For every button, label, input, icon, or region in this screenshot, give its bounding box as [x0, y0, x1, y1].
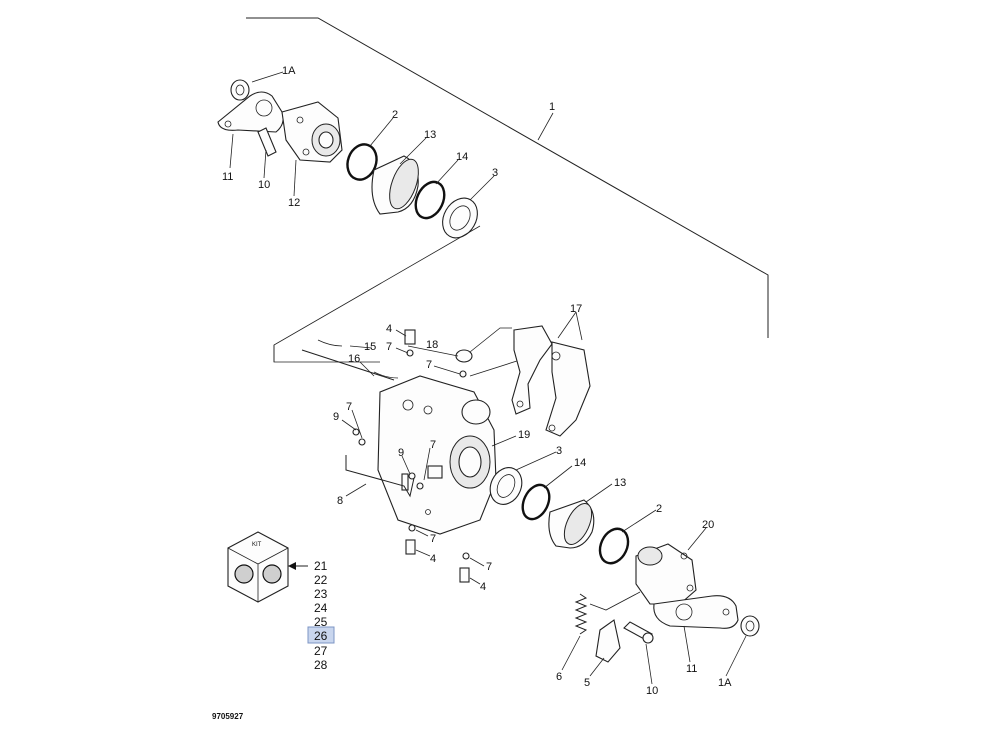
- selected-kit-item-highlight: [307, 626, 335, 644]
- pad-17-group: [511, 325, 591, 437]
- callout-10-bottom[interactable]: 10: [646, 685, 658, 697]
- cap-7-e[interactable]: [408, 524, 416, 532]
- cap-7-d[interactable]: [416, 482, 424, 490]
- assembly-bracket-line: [246, 17, 769, 338]
- callout-7-e[interactable]: 7: [430, 533, 436, 545]
- bleeder-4-top[interactable]: [404, 329, 416, 345]
- callout-18[interactable]: 18: [426, 339, 438, 351]
- callout-7-b[interactable]: 7: [426, 359, 432, 371]
- callout-4-b[interactable]: 4: [430, 553, 436, 565]
- callout-20[interactable]: 20: [702, 519, 714, 531]
- callout-2-mid[interactable]: 2: [656, 503, 662, 515]
- leader-1: [537, 112, 554, 141]
- o-ring-2-mid[interactable]: [595, 524, 634, 568]
- washer-1a-bottom[interactable]: [740, 615, 760, 637]
- callout-14-top[interactable]: 14: [456, 151, 468, 163]
- leader-lines: [229, 71, 747, 685]
- kit-icon-group[interactable]: KIT: [227, 531, 308, 603]
- callout-16[interactable]: 16: [348, 353, 360, 365]
- callout-1a-bottom[interactable]: 1A: [718, 677, 732, 689]
- bracket-5[interactable]: [595, 619, 621, 663]
- callout-4-c[interactable]: 4: [480, 581, 486, 593]
- seal-14-mid[interactable]: [518, 481, 555, 524]
- callout-5[interactable]: 5: [584, 677, 590, 689]
- callout-15[interactable]: 15: [364, 341, 376, 353]
- callout-9-b[interactable]: 9: [398, 447, 404, 459]
- lever-11-top[interactable]: [217, 91, 284, 133]
- bottom-subassembly: [574, 543, 760, 663]
- bleeder-4-b[interactable]: [405, 539, 416, 555]
- washer-1a-top[interactable]: [230, 79, 250, 101]
- fitting-18[interactable]: [455, 349, 473, 363]
- seal-14-top[interactable]: [410, 177, 450, 222]
- figure-code: 9705927: [212, 712, 244, 721]
- callout-4-a[interactable]: 4: [386, 323, 392, 335]
- boot-3-mid[interactable]: [484, 462, 527, 509]
- spring-6[interactable]: [574, 593, 588, 635]
- bolt-10-top[interactable]: [257, 127, 277, 157]
- kit-icon-label: KIT: [252, 542, 262, 548]
- kit-item[interactable]: 23: [314, 587, 328, 601]
- callout-9-a[interactable]: 9: [333, 411, 339, 423]
- top-subassembly: [217, 79, 481, 363]
- plug-9-b[interactable]: [408, 472, 416, 480]
- callout-13-mid[interactable]: 13: [614, 477, 626, 489]
- kit-item-list: 21 22 23 24 25 26 27 28: [307, 559, 335, 672]
- callout-8[interactable]: 8: [337, 495, 343, 507]
- callout-1[interactable]: 1: [549, 101, 555, 113]
- callout-10-top[interactable]: 10: [258, 179, 270, 191]
- callout-13-top[interactable]: 13: [424, 129, 436, 141]
- clip-15-a[interactable]: [317, 339, 343, 347]
- callout-3-mid[interactable]: 3: [556, 445, 562, 457]
- callout-7-f[interactable]: 7: [486, 561, 492, 573]
- callout-11-bottom[interactable]: 11: [686, 663, 697, 675]
- kit-gear-icon: [234, 564, 254, 584]
- callout-6[interactable]: 6: [556, 671, 562, 683]
- callout-2-top[interactable]: 2: [392, 109, 398, 121]
- pad-17-b[interactable]: [545, 341, 591, 437]
- kit-gear-icon-2: [262, 564, 282, 584]
- callout-11-top[interactable]: 11: [222, 171, 233, 183]
- bleed-tube-8[interactable]: [345, 455, 415, 498]
- pin-16[interactable]: [301, 349, 395, 381]
- callout-19[interactable]: 19: [518, 429, 530, 441]
- caliper-body-group: [301, 327, 521, 583]
- pad-17-a[interactable]: [511, 325, 553, 415]
- kit-item-selected[interactable]: 26: [314, 629, 328, 643]
- cap-7-b[interactable]: [459, 370, 467, 378]
- kit-item[interactable]: 21: [314, 559, 328, 573]
- clip-15-b[interactable]: [373, 371, 399, 379]
- o-ring-2-top[interactable]: [343, 140, 382, 183]
- callout-1a-top[interactable]: 1A: [282, 65, 296, 77]
- bleeder-4-c[interactable]: [459, 567, 470, 583]
- callout-14-mid[interactable]: 14: [574, 457, 586, 469]
- cap-7-c[interactable]: [358, 438, 366, 446]
- callout-7-c[interactable]: 7: [346, 401, 352, 413]
- kit-item[interactable]: 25: [314, 615, 328, 629]
- middle-stack: [484, 462, 634, 568]
- kit-item[interactable]: 22: [314, 573, 328, 587]
- callout-17[interactable]: 17: [570, 303, 582, 315]
- plug-9-a[interactable]: [352, 428, 360, 436]
- kit-item[interactable]: 27: [314, 644, 328, 658]
- callout-7-d[interactable]: 7: [430, 439, 436, 451]
- kit-item[interactable]: 24: [314, 601, 328, 615]
- callout-12[interactable]: 12: [288, 197, 300, 209]
- callout-labels: 1 1A 11 10 12 2 13 14 3 17 4 7 18 7 15 1…: [222, 65, 732, 697]
- callout-3-top[interactable]: 3: [492, 167, 498, 179]
- lever-11-bottom[interactable]: [653, 595, 739, 629]
- cap-7-f[interactable]: [462, 552, 470, 560]
- callout-7-a[interactable]: 7: [386, 341, 392, 353]
- kit-item[interactable]: 28: [314, 658, 328, 672]
